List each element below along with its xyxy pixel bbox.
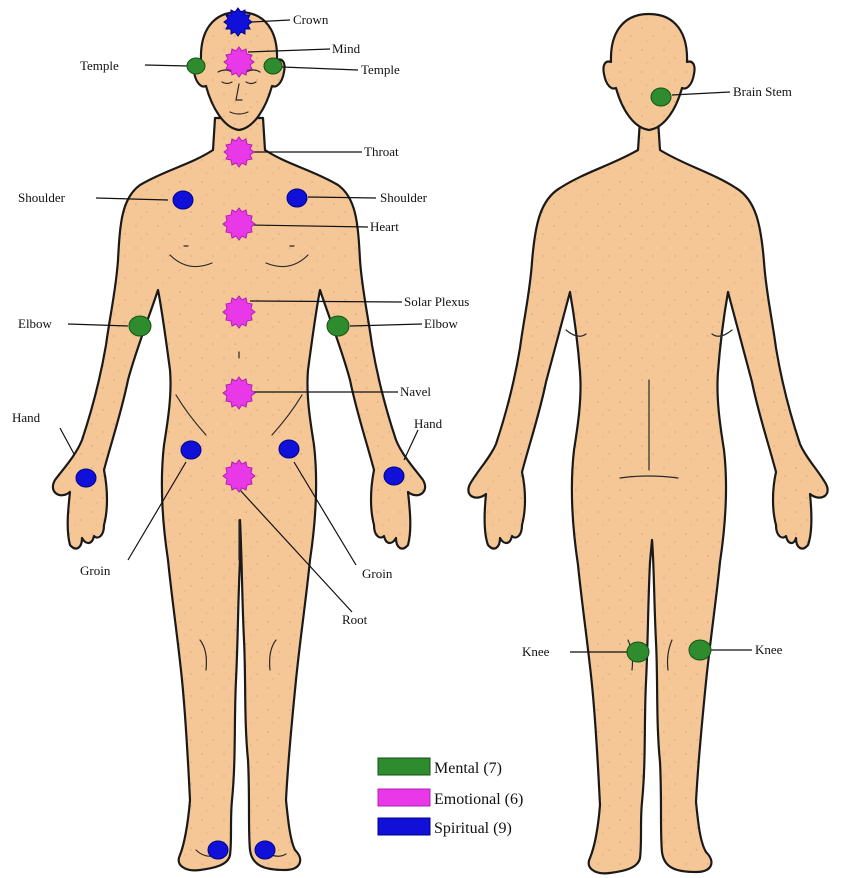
hand-right-dot [384,467,404,485]
shoulder-right-dot [287,189,307,207]
legend-label-spiritual: Spiritual (9) [434,820,512,837]
label-temple-right: Temple [361,62,400,77]
groin-right-dot [279,440,299,458]
label-mind: Mind [332,41,361,56]
elbow-left-dot [129,316,151,336]
label-heart: Heart [370,219,399,234]
label-temple-left: Temple [80,58,119,73]
groin-left-dot [181,441,201,459]
shoulder-left-dot [173,191,193,209]
back-body-silhouette [468,120,827,873]
back-head [603,14,694,130]
legend-swatch-emotional [378,789,430,806]
legend: Mental (7) Emotional (6) Spiritual (9) [378,758,523,837]
label-navel: Navel [400,384,431,399]
label-knee-right: Knee [755,642,783,657]
legend-swatch-mental [378,758,430,775]
elbow-right-dot [327,316,349,336]
label-groin-right: Groin [362,566,393,581]
label-hand-left: Hand [12,410,41,425]
label-brain-stem: Brain Stem [733,84,792,99]
temple-left-dot [187,58,205,74]
temple-right-dot [264,58,282,74]
label-throat: Throat [364,144,399,159]
foot-left-dot [208,841,228,859]
legend-label-mental: Mental (7) [434,760,502,777]
label-elbow-left: Elbow [18,316,53,331]
label-crown: Crown [293,12,329,27]
label-shoulder-right: Shoulder [380,190,428,205]
back-figure [468,14,827,873]
hand-left-dot [76,469,96,487]
label-groin-left: Groin [80,563,111,578]
label-root: Root [342,612,368,627]
label-solar-plexus: Solar Plexus [404,294,469,309]
legend-label-emotional: Emotional (6) [434,791,523,808]
legend-swatch-spiritual [378,818,430,835]
label-shoulder-left: Shoulder [18,190,66,205]
knee-right-dot [689,640,711,660]
knee-left-dot [627,642,649,662]
label-knee-left: Knee [522,644,550,659]
brain-stem-dot [651,88,671,106]
foot-right-dot [255,841,275,859]
label-hand-right: Hand [414,416,443,431]
label-elbow-right: Elbow [424,316,459,331]
